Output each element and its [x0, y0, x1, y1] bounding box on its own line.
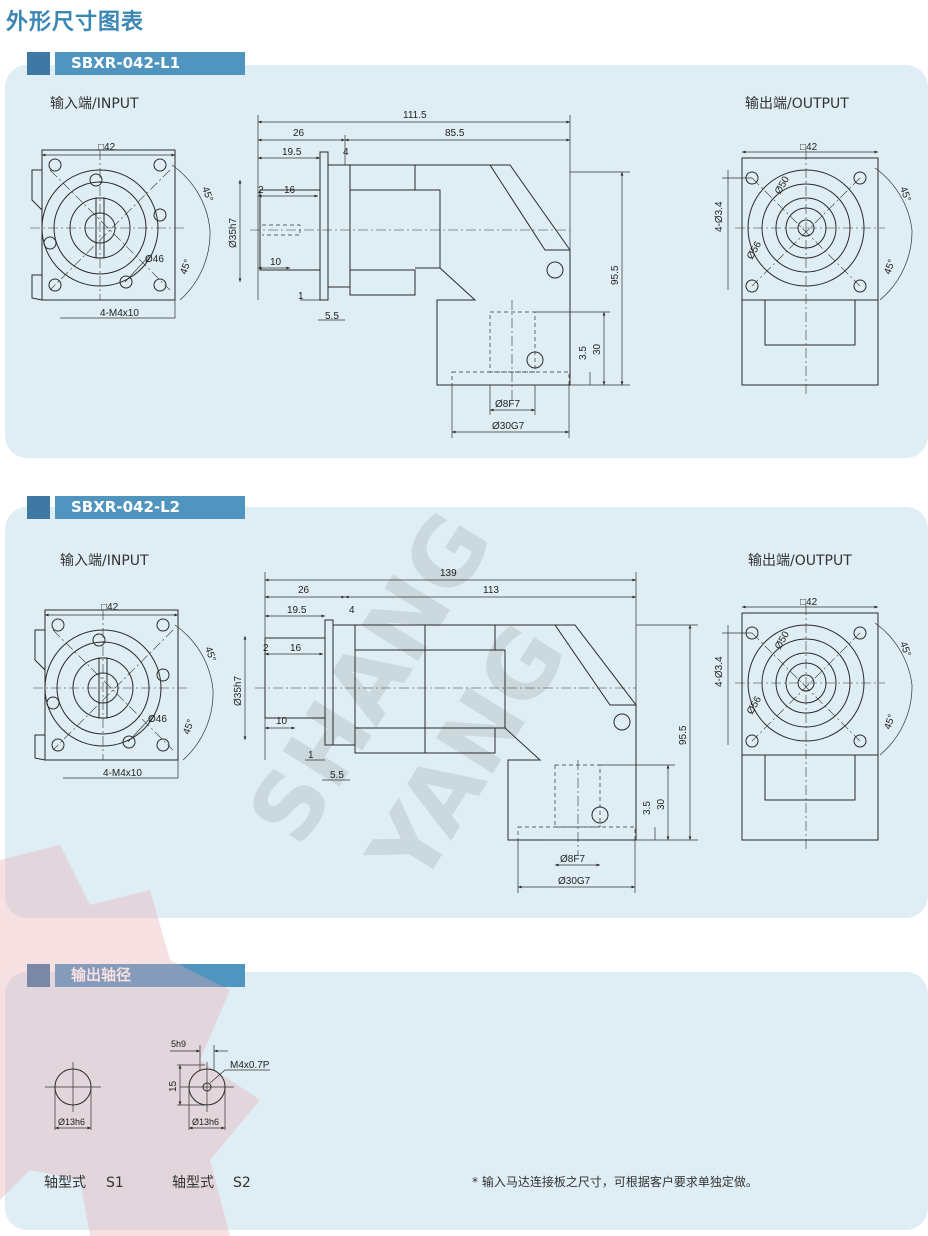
- dim-square: □42: [800, 597, 818, 608]
- dim-16: 16: [284, 185, 296, 196]
- dim-angle: 45°: [882, 258, 898, 276]
- drawing-l1: 输入端/INPUT 输出端/OUTPUT □42 45° Ø46 45° 4-M…: [30, 96, 913, 438]
- dim-26: 26: [293, 128, 305, 139]
- dim-square: □42: [101, 602, 119, 613]
- dim-16: 16: [290, 643, 302, 654]
- side-view: 139 26 113 19.5 4 2 16 Ø35h7 10 1 5.5 95…: [233, 568, 698, 893]
- dim-5-5: 5.5: [325, 311, 339, 322]
- dim-angle: 45°: [202, 645, 218, 663]
- page-title: 外形尺寸图表: [6, 10, 145, 35]
- shaft-s2: 5h9 15 M4x0.7P Ø13h6 轴型式 S2: [168, 1039, 270, 1191]
- dim-30: 30: [592, 343, 603, 355]
- s1-label: 轴型式: [44, 1175, 86, 1191]
- dim-3-5: 3.5: [578, 346, 589, 360]
- input-label: 输入端/INPUT: [60, 553, 149, 569]
- dim-pcd1: Ø50: [773, 174, 792, 196]
- dim-square: □42: [800, 142, 818, 153]
- dim-26: 26: [298, 585, 310, 596]
- input-view: □42 45° Ø46 45° 4-M4x10: [33, 602, 218, 779]
- dim-s2-dia: Ø13h6: [192, 1117, 219, 1127]
- dim-4: 4: [349, 605, 355, 616]
- dim-bolts: 4-M4x10: [103, 768, 142, 779]
- dim-pcd2: Ø56: [745, 239, 764, 261]
- dim-total: 139: [440, 568, 457, 579]
- dim-30: 30: [656, 798, 667, 810]
- dim-angle: 45°: [199, 185, 215, 203]
- dim-10: 10: [276, 716, 288, 727]
- dim-bolts: 4-M4x10: [100, 308, 139, 319]
- dim-pilot: Ø30G7: [492, 421, 525, 432]
- dim-pcd: Ø46: [148, 714, 167, 725]
- side-view: 111.5 26 85.5 19.5 4 2 16 Ø35h7 10 1 5.5…: [228, 110, 630, 438]
- dim-key: 5h9: [171, 1039, 186, 1049]
- dim-body: 85.5: [445, 128, 465, 139]
- panel-l1: [5, 65, 928, 458]
- header-square: [27, 496, 50, 519]
- dim-19-5: 19.5: [282, 147, 302, 158]
- dim-2: 2: [263, 643, 269, 654]
- header-square: [27, 52, 50, 75]
- dim-2: 2: [258, 185, 264, 196]
- dim-thread: M4x0.7P: [230, 1060, 270, 1071]
- s2-label: 轴型式: [172, 1175, 214, 1191]
- output-view: □42 Ø50 Ø56 4-Ø3.4 45° 45°: [714, 597, 913, 850]
- dim-pcd2: Ø56: [745, 694, 764, 716]
- dim-pcd: Ø46: [145, 254, 164, 265]
- dim-height: 15: [168, 1080, 179, 1092]
- dim-bore: Ø8F7: [560, 854, 585, 865]
- dim-angle: 45°: [882, 713, 898, 731]
- dim-height: 95.5: [678, 725, 689, 745]
- output-view: □42 Ø50 Ø56 4-Ø3.4 45° 45°: [714, 142, 913, 395]
- dim-shaft-dia: Ø35h7: [228, 218, 239, 248]
- output-label: 输出端/OUTPUT: [748, 553, 852, 569]
- dim-angle: 45°: [897, 185, 913, 203]
- header-square: [27, 964, 50, 987]
- dim-bore: Ø8F7: [495, 399, 520, 410]
- s2-code: S2: [233, 1175, 251, 1191]
- dim-10: 10: [270, 257, 282, 268]
- dim-angle: 45°: [178, 258, 194, 276]
- dim-3-5: 3.5: [642, 801, 653, 815]
- dim-angle: 45°: [897, 640, 913, 658]
- section-header-shaft: 输出轴径: [55, 964, 245, 987]
- dim-19-5: 19.5: [287, 605, 307, 616]
- dim-1: 1: [308, 750, 314, 761]
- panel-shaft: [5, 972, 928, 1230]
- dim-height: 95.5: [610, 265, 621, 285]
- dim-holes: 4-Ø3.4: [714, 201, 725, 232]
- output-label: 输出端/OUTPUT: [745, 96, 849, 112]
- dim-holes: 4-Ø3.4: [714, 656, 725, 687]
- input-view: □42 45° Ø46 45° 4-M4x10: [30, 142, 215, 319]
- section-header-l2: SBXR-042-L2: [55, 496, 245, 519]
- dim-pilot: Ø30G7: [558, 876, 591, 887]
- dim-pcd1: Ø50: [773, 629, 792, 651]
- shaft-s1: Ø13h6 轴型式 S1: [44, 1062, 124, 1191]
- footnote: * 输入马达连接板之尺寸，可根据客户要求单独定做。: [472, 1174, 758, 1189]
- dim-square: □42: [98, 142, 116, 153]
- panel-l2: [5, 507, 928, 918]
- input-label: 输入端/INPUT: [50, 96, 139, 112]
- dim-shaft-dia: Ø35h7: [233, 676, 244, 706]
- dim-5-5: 5.5: [330, 770, 344, 781]
- dim-4: 4: [343, 147, 349, 158]
- dim-body: 113: [483, 585, 499, 596]
- dim-1: 1: [298, 291, 304, 302]
- section-header-l1: SBXR-042-L1: [55, 52, 245, 75]
- dim-angle: 45°: [181, 718, 197, 736]
- s1-code: S1: [106, 1175, 124, 1191]
- dim-total: 111.5: [403, 110, 427, 121]
- dim-s1-dia: Ø13h6: [58, 1117, 85, 1127]
